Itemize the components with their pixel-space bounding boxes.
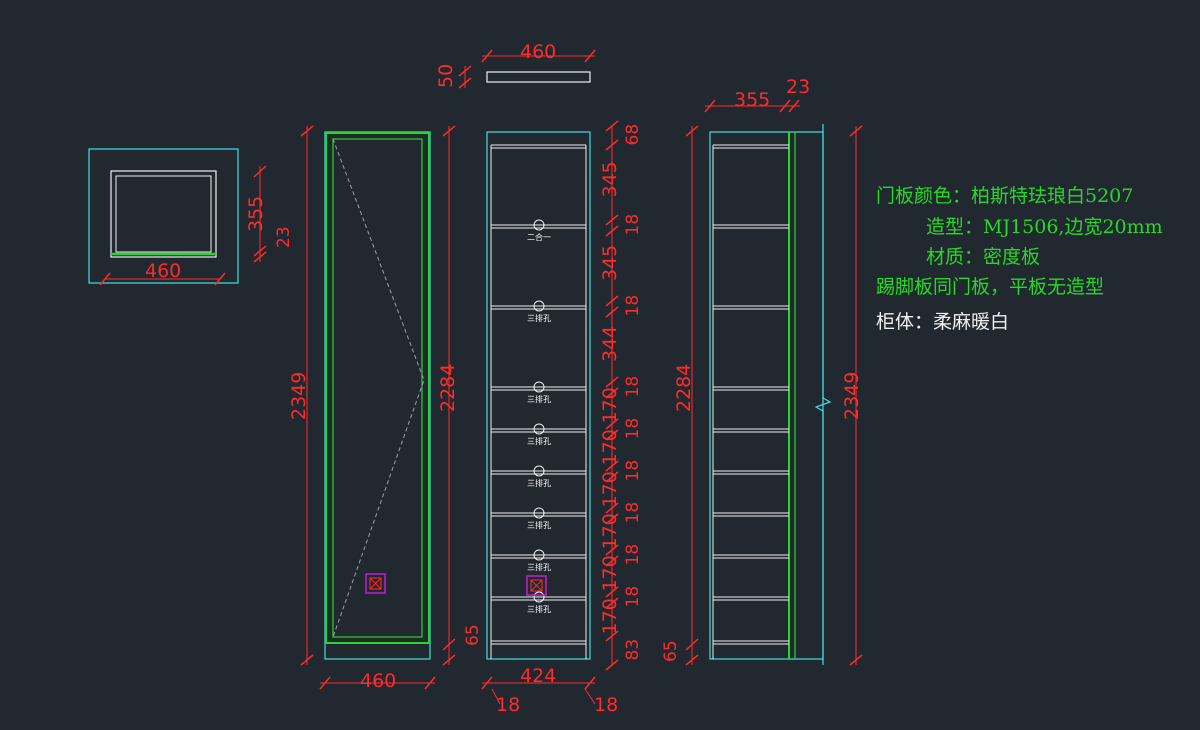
note-door-material: 材质：密度板 xyxy=(926,246,1041,268)
dim-tick xyxy=(605,376,619,388)
shelf-label: 三排孔 xyxy=(527,436,551,446)
note-carcass-color: 柜体：柔麻暖白 xyxy=(876,311,1010,333)
side-kick-height: 65 xyxy=(661,640,681,662)
shelf-pin-icon xyxy=(533,591,545,603)
right-side-thickness: 18 xyxy=(594,694,618,716)
right-dim-label: 18 xyxy=(623,376,643,398)
dim-tick xyxy=(605,120,619,132)
top-view-depth: 355 xyxy=(245,196,267,232)
right-dim-label: 18 xyxy=(623,544,643,566)
top-view-width: 460 xyxy=(145,260,181,282)
right-dimension-chain: 6834518345183441817018170181701817018170… xyxy=(599,120,643,671)
shelf-label: 三排孔 xyxy=(527,604,551,614)
top-view-cabinet xyxy=(110,170,217,258)
right-dim-label: 345 xyxy=(599,245,621,281)
door-total-height: 2349 xyxy=(288,372,310,420)
dim-tick xyxy=(605,471,619,483)
right-dim-label: 170 xyxy=(599,513,621,549)
side-shelf-group xyxy=(713,144,789,645)
shelf-pin-icon xyxy=(533,465,545,477)
top-board-width: 460 xyxy=(520,41,556,63)
door-panel xyxy=(325,132,430,644)
shelf-pin-icon xyxy=(533,219,545,231)
dim-tick xyxy=(605,544,619,556)
shelf-pin-icon xyxy=(533,381,545,393)
dim-tick xyxy=(605,597,619,609)
right-dim-label: 170 xyxy=(599,471,621,507)
hinge-marker xyxy=(365,573,386,594)
dim-tick xyxy=(605,513,619,525)
door-elevation: 2349 2284 65 460 xyxy=(288,125,483,692)
side-elevation: 355 23 2284 65 2349 xyxy=(661,76,863,666)
right-dim-label: 18 xyxy=(623,460,643,482)
dim-tick xyxy=(605,295,619,307)
shelf-pin-icon xyxy=(533,549,545,561)
dim-tick xyxy=(605,555,619,567)
top-view-outline xyxy=(88,148,239,284)
dim-tick xyxy=(605,418,619,430)
dim-tick xyxy=(605,214,619,226)
top-board-thickness: 50 xyxy=(435,64,457,88)
side-total-height: 2349 xyxy=(841,372,863,420)
dim-tick xyxy=(605,586,619,598)
dim-tick xyxy=(605,659,619,671)
right-dim-label: 83 xyxy=(623,639,643,661)
right-dim-label: 18 xyxy=(623,418,643,440)
top-board xyxy=(486,71,591,83)
dim-tick xyxy=(605,306,619,318)
shelf-label: 三排孔 xyxy=(527,394,551,404)
note-door-color: 门板颜色：柏斯特珐琅白5207 xyxy=(876,185,1134,207)
door-kick-height: 65 xyxy=(463,624,483,646)
right-dim-label: 170 xyxy=(599,429,621,465)
top-view: 460 355 23 xyxy=(88,148,294,286)
side-inner-height: 2284 xyxy=(673,364,695,412)
shelf-label: 三排孔 xyxy=(527,478,551,488)
dim-tick xyxy=(605,225,619,237)
side-outline xyxy=(709,131,824,660)
side-door-thickness: 23 xyxy=(786,76,810,98)
door-width: 460 xyxy=(360,670,396,692)
note-kick-board: 踢脚板同门板，平板无造型 xyxy=(876,276,1105,298)
hinge-marker xyxy=(526,575,547,596)
right-dim-label: 345 xyxy=(599,161,621,197)
note-door-style: 造型：MJ1506,边宽20mm xyxy=(926,216,1163,238)
dim-tick xyxy=(605,387,619,399)
right-dim-label: 344 xyxy=(599,326,621,362)
right-dim-label: 68 xyxy=(623,124,643,146)
door-swing-line xyxy=(332,138,425,638)
right-dim-label: 18 xyxy=(623,502,643,524)
inner-width: 424 xyxy=(520,665,556,687)
right-dim-label: 170 xyxy=(599,387,621,423)
shelf-label: 二合一 xyxy=(527,232,551,242)
shelf-label: 三排孔 xyxy=(527,562,551,572)
door-outline xyxy=(324,131,431,660)
right-dim-label: 18 xyxy=(623,214,643,236)
dim-tick xyxy=(605,630,619,642)
dim-tick xyxy=(605,460,619,472)
shelf-pin-icon xyxy=(533,423,545,435)
right-dim-label: 170 xyxy=(599,598,621,634)
dim-tick xyxy=(605,429,619,441)
cabinet-body xyxy=(486,131,591,660)
shelf-pin-icon xyxy=(533,300,545,312)
right-dim-label: 18 xyxy=(623,586,643,608)
right-dim-label: 170 xyxy=(599,555,621,591)
left-side-thickness: 18 xyxy=(496,694,520,716)
shelf-pin-icon xyxy=(533,507,545,519)
dim-tick xyxy=(605,502,619,514)
door-height: 2284 xyxy=(437,364,459,412)
shelf-label: 三排孔 xyxy=(527,313,551,323)
side-depth: 355 xyxy=(734,89,770,111)
top-view-panel: 23 xyxy=(274,226,294,248)
right-dim-label: 18 xyxy=(623,295,643,317)
dim-tick xyxy=(605,139,619,151)
shelf-label: 三排孔 xyxy=(527,520,551,530)
